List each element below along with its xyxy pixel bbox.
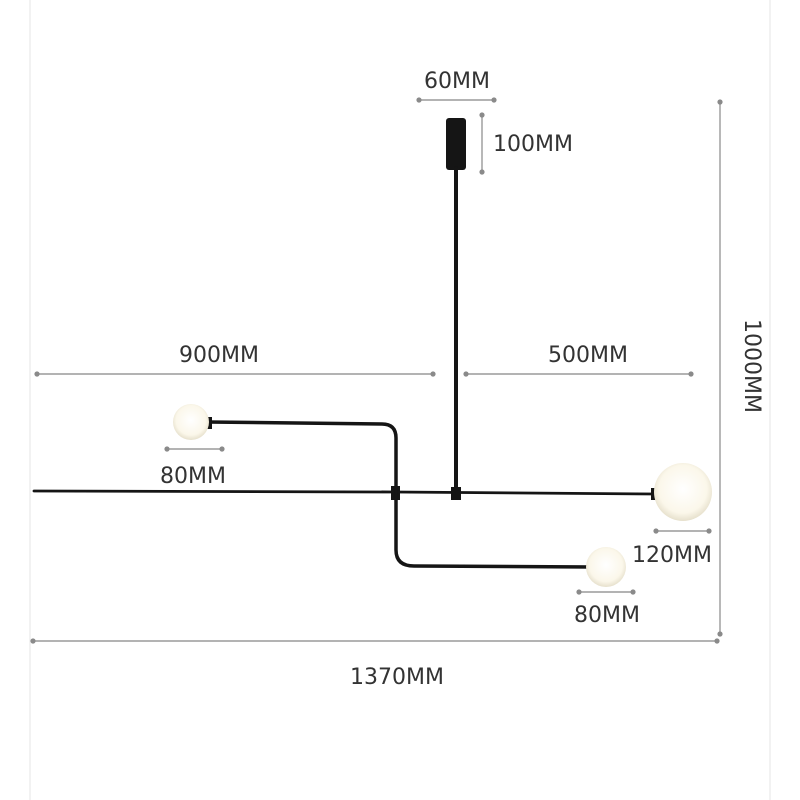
left-arm-label: 900MM: [179, 343, 259, 368]
total-height-label: 1000MM: [739, 319, 764, 413]
right-arm-label: 500MM: [548, 343, 628, 368]
ceiling-canopy: [446, 118, 466, 170]
light-fixture: [32, 118, 712, 587]
small-globe-top: [173, 404, 209, 440]
dimension-total-height: 1000MM: [717, 99, 764, 637]
canopy-height-label: 100MM: [493, 132, 573, 157]
dimension-small-globe-top: 80MM: [160, 446, 226, 489]
canopy-width-label: 60MM: [424, 69, 490, 94]
center-joint: [451, 487, 461, 500]
bent-arm: [205, 420, 594, 569]
dimension-canopy-height: 100MM: [479, 112, 573, 175]
dimension-large-globe: 120MM: [632, 528, 712, 568]
large-globe-label: 120MM: [632, 543, 712, 568]
small-globe-top-label: 80MM: [160, 464, 226, 489]
dimension-left-arm: 900MM: [34, 343, 436, 377]
large-globe: [654, 463, 712, 521]
small-globe-bottom-label: 80MM: [574, 603, 640, 628]
dimension-total-width: 1370MM: [30, 638, 720, 690]
dimension-small-globe-bottom: 80MM: [574, 589, 640, 628]
dimension-canopy-width: 60MM: [416, 69, 497, 103]
main-horizontal-arm: [32, 489, 657, 496]
small-globe-bottom: [586, 547, 626, 587]
total-width-label: 1370MM: [350, 665, 444, 690]
dimension-right-arm: 500MM: [463, 343, 694, 377]
